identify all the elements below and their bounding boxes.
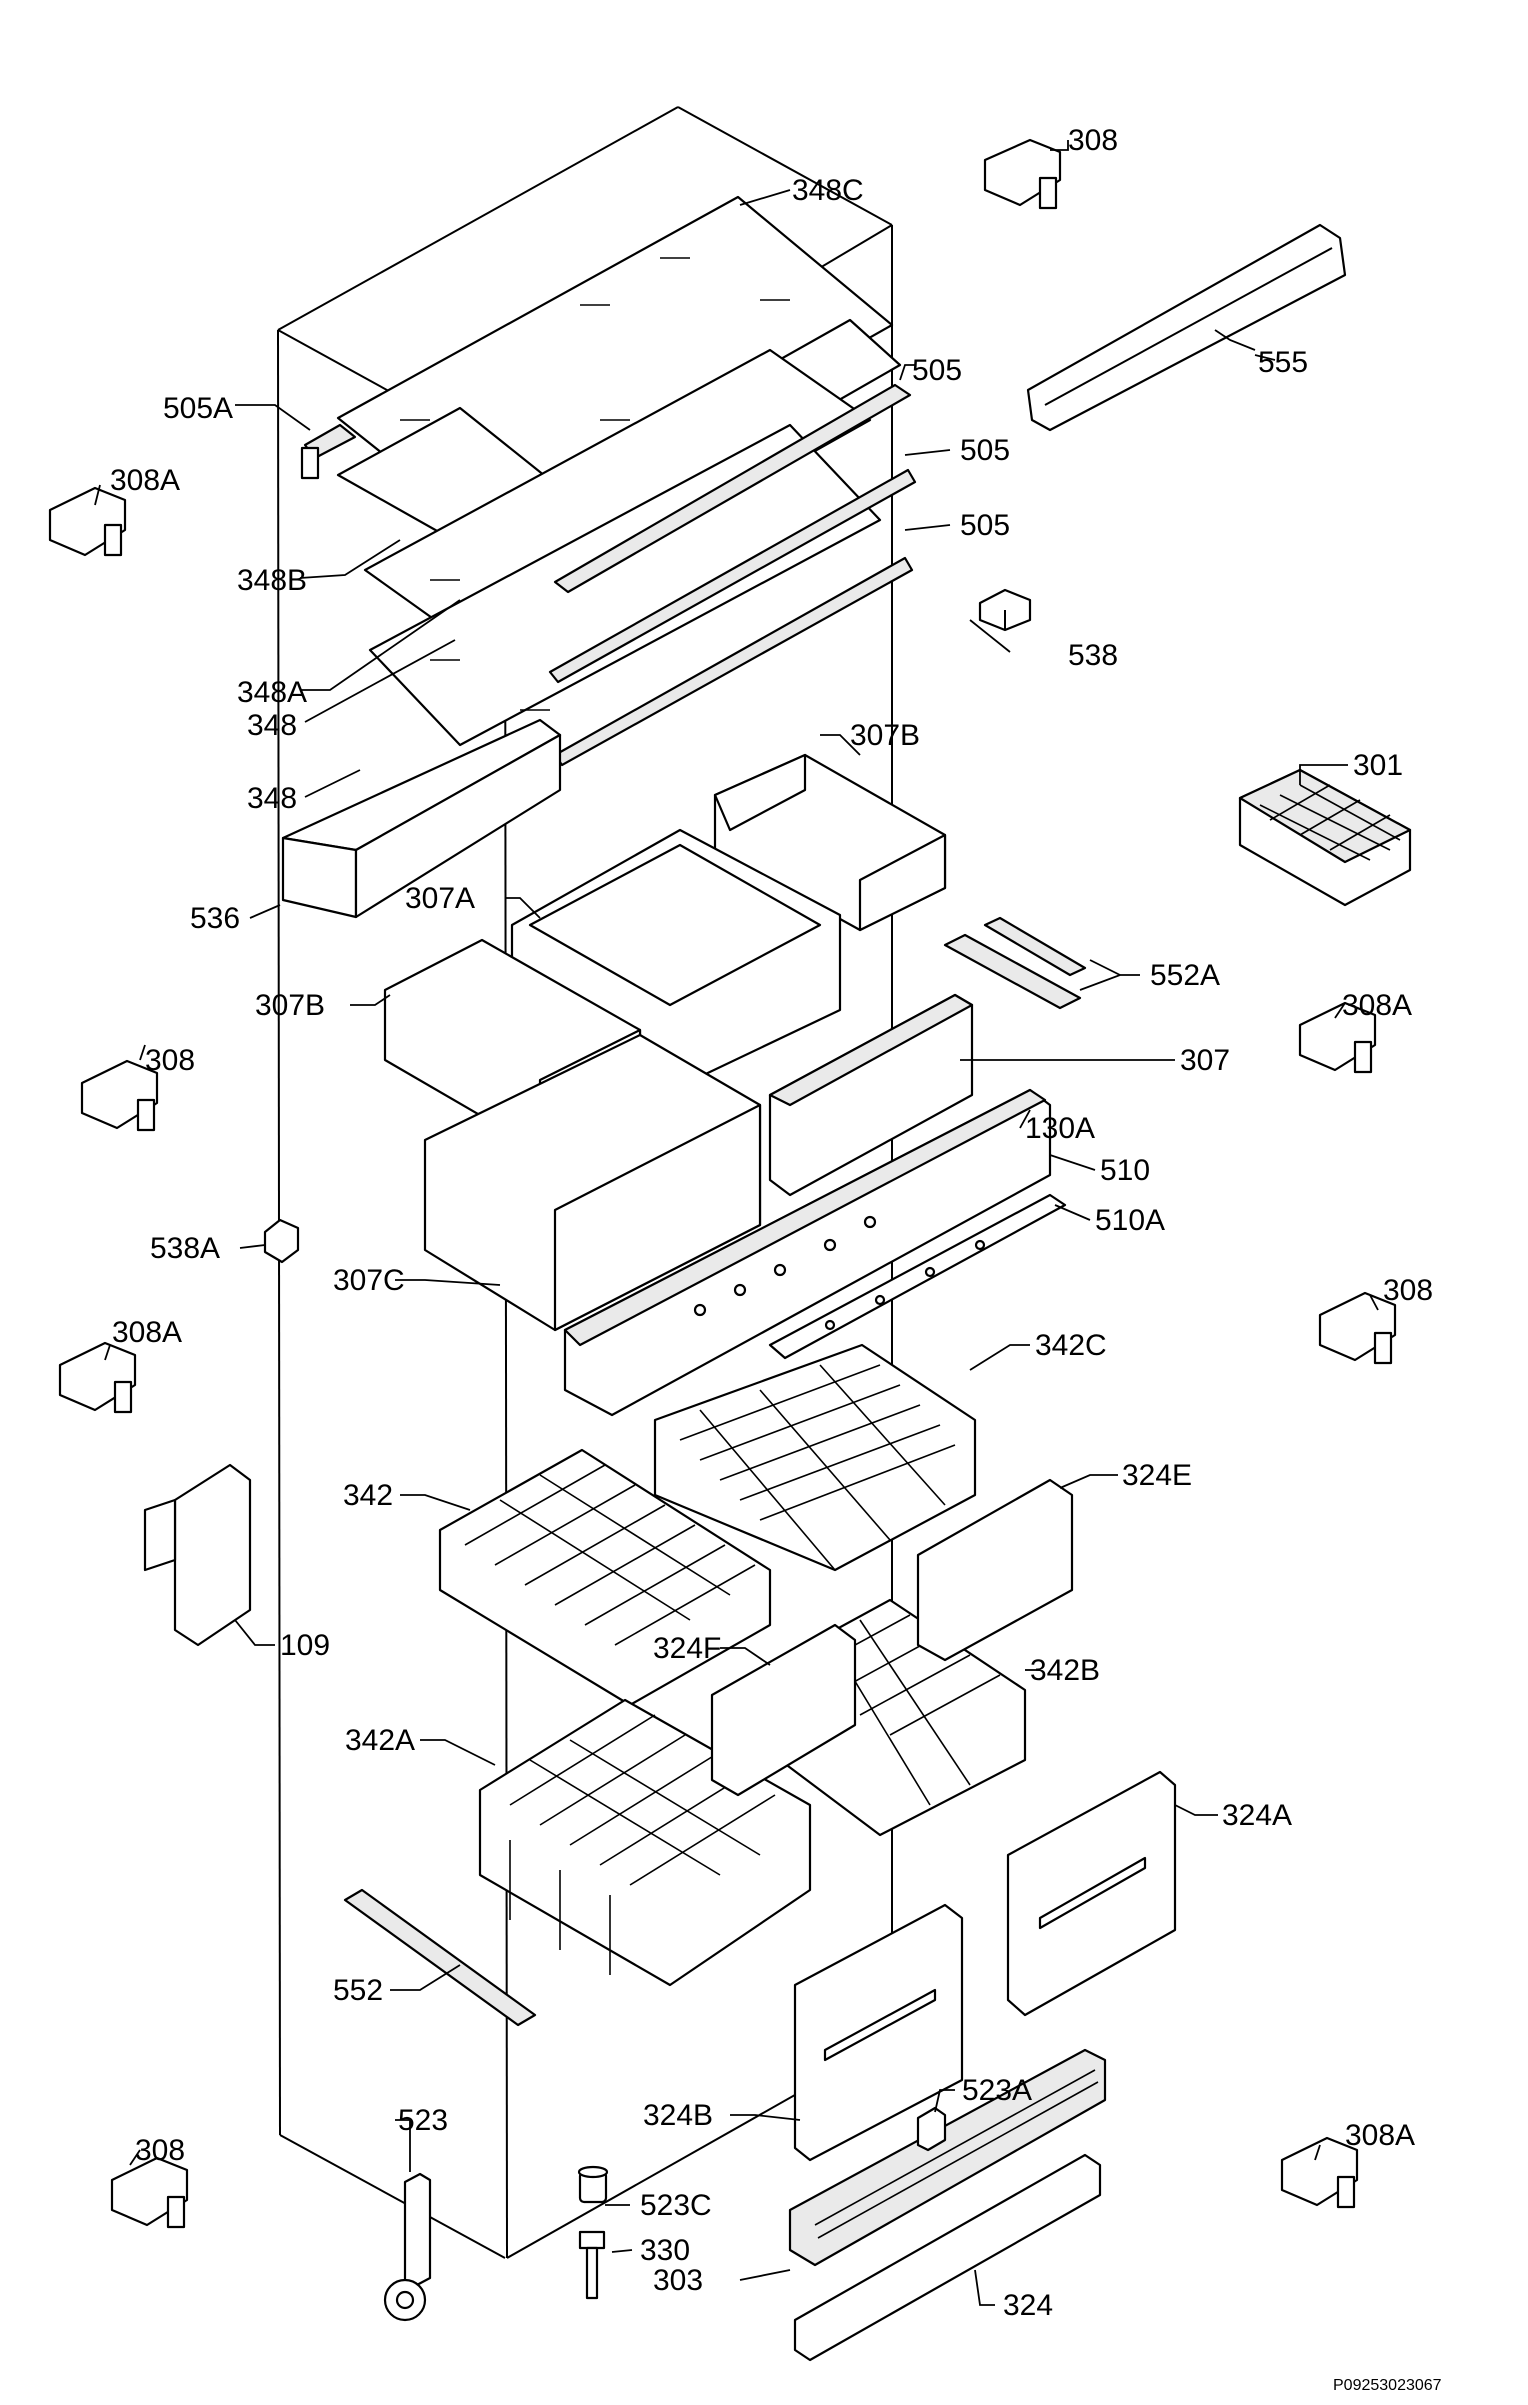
- control-panel-510a: [768, 1193, 1067, 1360]
- callout-330: 330: [640, 2234, 690, 2267]
- callout-308_top: 308: [1068, 124, 1118, 157]
- glass-shelf-348: [368, 423, 882, 747]
- callout-523A: 523A: [962, 2074, 1032, 2107]
- part-538a: [263, 1218, 300, 1264]
- callout-348_2: 348: [247, 782, 297, 815]
- callout-552: 552: [333, 1974, 383, 2007]
- bracket-308-top: [983, 138, 1062, 210]
- callout-308A_r1: 308A: [1342, 989, 1412, 1022]
- callout-348A: 348A: [237, 676, 307, 709]
- callout-510: 510: [1100, 1154, 1150, 1187]
- callout-505A: 505A: [163, 392, 233, 425]
- part-536: [281, 718, 562, 919]
- callout-505_2: 505: [960, 434, 1010, 467]
- drawer-front-324a: [1006, 1770, 1177, 2017]
- bracket-308a-r2: [1280, 2136, 1359, 2209]
- reference-code: P09253023067: [1333, 2377, 1442, 2394]
- callout-324E: 324E: [1122, 1459, 1192, 1492]
- callout-324A: 324A: [1222, 1799, 1292, 1832]
- callout-307: 307: [1180, 1044, 1230, 1077]
- bracket-308-l3: [110, 2156, 189, 2229]
- callout-308_r2: 308: [1383, 1274, 1433, 1307]
- callout-536: 536: [190, 902, 240, 935]
- leader-lines: [94, 140, 1379, 2306]
- callout-538A: 538A: [150, 1232, 220, 1265]
- bracket-308a-l1: [48, 486, 127, 557]
- callout-130A: 130A: [1025, 1112, 1095, 1145]
- bracket-308a-l2: [58, 1341, 137, 1414]
- basket-342: [438, 1448, 772, 1707]
- callout-308A_r2: 308A: [1345, 2119, 1415, 2152]
- door-bin-307c: [423, 1033, 762, 1332]
- control-panel-510: [563, 1088, 1052, 1417]
- callout-538: 538: [1068, 639, 1118, 672]
- part-552a: [943, 916, 1087, 1010]
- callout-303: 303: [653, 2264, 703, 2297]
- part-109: [143, 1463, 252, 1647]
- callout-505_3: 505: [960, 509, 1010, 542]
- callout-505_1: 505: [912, 354, 962, 387]
- part-523c: [577, 2165, 609, 2204]
- callout-342: 342: [343, 1479, 393, 1512]
- door-bin-307: [768, 993, 974, 1197]
- callout-308A_l1: 308A: [110, 464, 180, 497]
- callout-552A: 552A: [1150, 959, 1220, 992]
- callout-307B_t: 307B: [850, 719, 920, 752]
- callout-labels: 308 348C 555 505 505A 308A 505 505 348B …: [110, 124, 1433, 2322]
- callout-342B: 342B: [1030, 1654, 1100, 1687]
- part-538: [978, 588, 1032, 632]
- callout-324F: 324F: [653, 1632, 721, 1665]
- callout-348B: 348B: [237, 564, 307, 597]
- callout-308_l2: 308: [145, 1044, 195, 1077]
- part-303-324: [788, 2048, 1107, 2362]
- callout-109: 109: [280, 1629, 330, 1662]
- part-555: [1026, 223, 1347, 432]
- callout-308_l3: 308: [135, 2134, 185, 2167]
- callout-308A_l2: 308A: [112, 1316, 182, 1349]
- callout-523C: 523C: [640, 2189, 712, 2222]
- callout-348C: 348C: [792, 174, 864, 207]
- door-bin-307b-top: [713, 753, 947, 932]
- shelf-trim-505a: [300, 423, 357, 480]
- callout-555: 555: [1258, 346, 1308, 379]
- callout-523: 523: [398, 2104, 448, 2137]
- callout-301: 301: [1353, 749, 1403, 782]
- part-552: [343, 1888, 537, 2027]
- bracket-308-r2: [1318, 1291, 1397, 1365]
- basket-342c: [653, 1343, 977, 1572]
- shelf-trim-505: [548, 383, 917, 767]
- callout-307B_l: 307B: [255, 989, 325, 1022]
- callout-342A: 342A: [345, 1724, 415, 1757]
- callout-348_1: 348: [247, 709, 297, 742]
- drawer-front-324b: [793, 1903, 964, 2162]
- part-523: [383, 2172, 432, 2322]
- part-330: [578, 2230, 606, 2300]
- callout-510A: 510A: [1095, 1204, 1165, 1237]
- drawer-front-324e: [916, 1478, 1074, 1662]
- callout-307A: 307A: [405, 882, 475, 915]
- callout-324: 324: [1003, 2289, 1053, 2322]
- callout-307C: 307C: [333, 1264, 405, 1297]
- bracket-308-l2: [80, 1059, 159, 1132]
- callout-324B: 324B: [643, 2099, 713, 2132]
- part-301: [1238, 768, 1412, 907]
- drawer-front-324f: [710, 1623, 857, 1797]
- callout-342C: 342C: [1035, 1329, 1107, 1362]
